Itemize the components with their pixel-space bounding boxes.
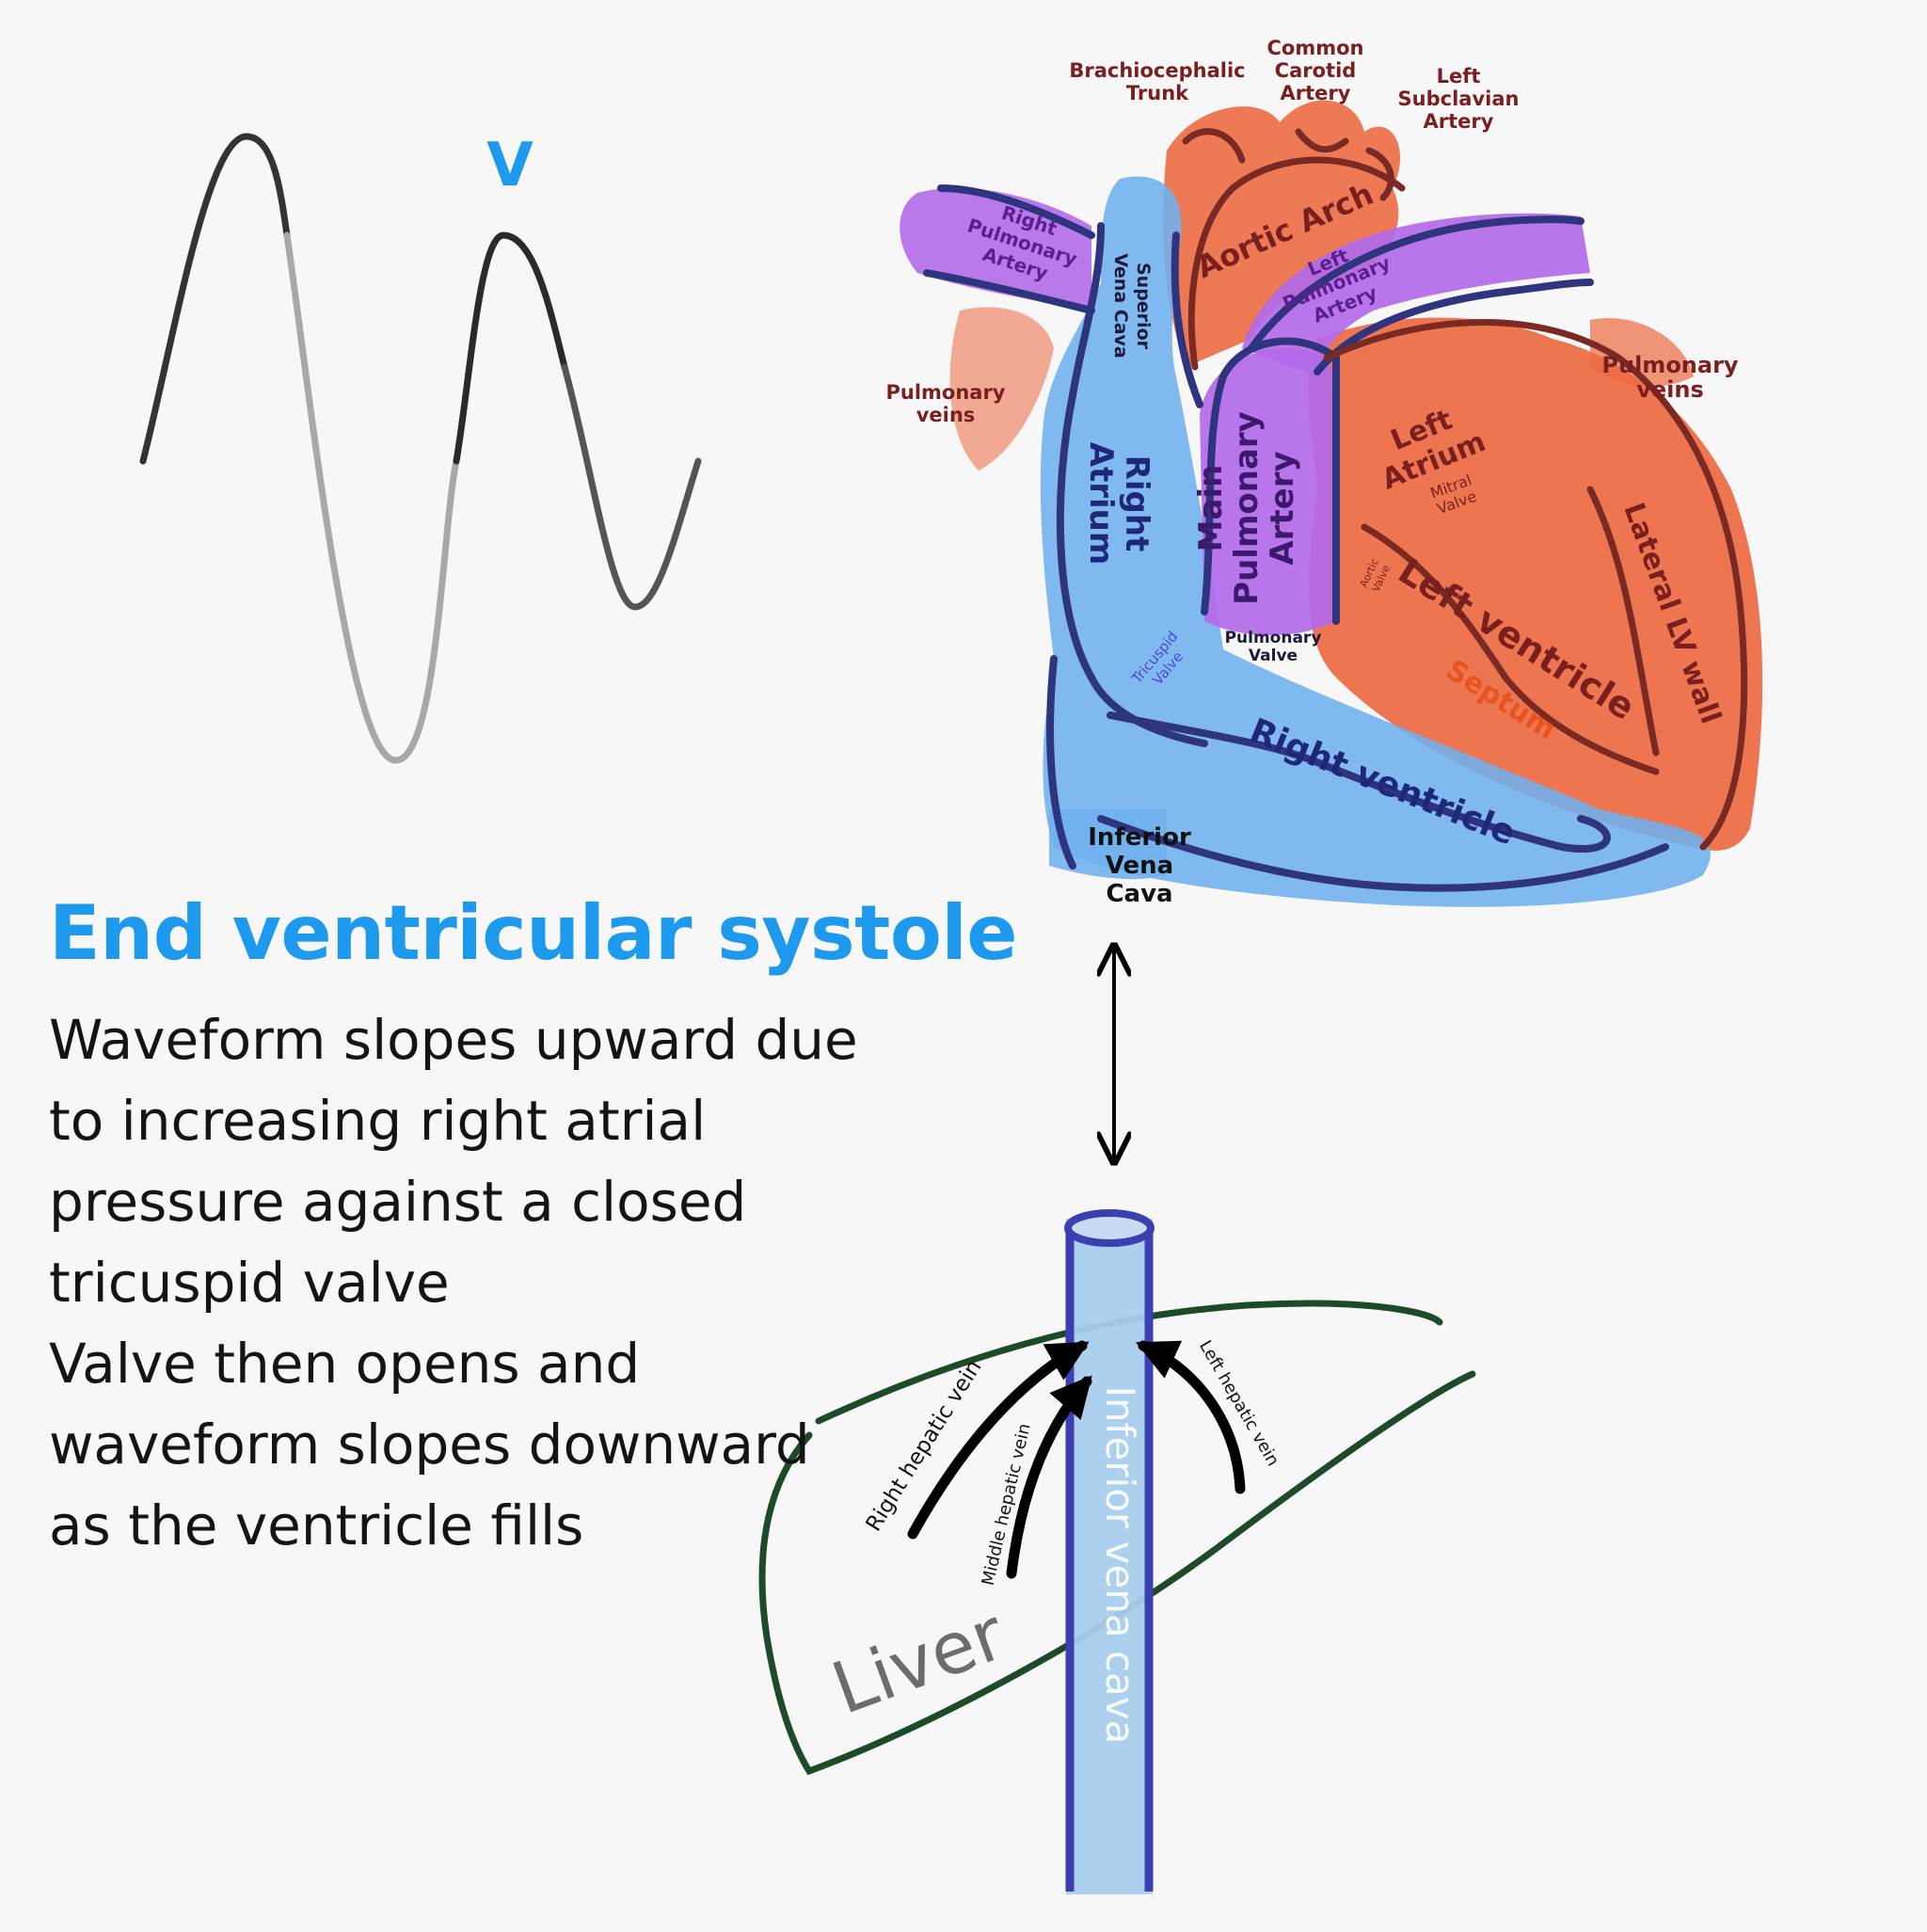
label-carotid-3: Artery (1281, 82, 1351, 104)
pulmonary-veins-right-shape (1590, 318, 1694, 387)
svc-label: Superior Vena Cava (1110, 253, 1154, 359)
caption-line: Waveform slopes upward due (49, 1008, 858, 1072)
label-carotid-2: Carotid (1275, 59, 1357, 82)
caption-title: End ventricular systole (49, 889, 1018, 977)
waveform-trace-dark-2 (453, 232, 568, 465)
caption-line: tricuspid valve (49, 1251, 450, 1315)
caption-line: as the ventricle fills (49, 1493, 584, 1557)
right-hepatic-vein-arrow (907, 1340, 1090, 1540)
main-pa-label: Main Pulmonary Artery (1192, 411, 1301, 605)
right-atrium-label: Right Atrium (1082, 442, 1155, 566)
venous-waveform: V (139, 131, 702, 764)
label-ivc-liver: Inferior vena cava (1097, 1386, 1143, 1745)
waveform-trace-mid (561, 363, 702, 611)
label-ivc-2: Vena (1106, 852, 1173, 880)
ivc-tube-opening (1064, 1209, 1155, 1247)
label-svc-2: Vena Cava (1110, 253, 1131, 359)
aortic-arch-shape (1163, 100, 1401, 368)
label-svc-1: Superior (1133, 263, 1154, 350)
label-ivc-3: Cava (1106, 880, 1172, 908)
liver-illustration: Right hepatic vein Middle hepatic vein L… (758, 1209, 1476, 1894)
main-pulmonary-artery-shape (1200, 348, 1336, 635)
heart-illustration: Brachiocephalic Trunk Common Carotid Art… (885, 37, 1763, 908)
label-pulm-veins-left-2: veins (916, 404, 976, 426)
label-right-atrium-1: Right (1118, 455, 1155, 552)
heart-outlines (923, 184, 1669, 892)
label-subclavian-3: Artery (1424, 110, 1494, 133)
label-main-pa-1: Main (1192, 465, 1230, 552)
label-pulm-valve-2: Valve (1249, 647, 1298, 665)
label-right-atrium-2: Atrium (1082, 442, 1120, 566)
label-pulm-veins-right-2: veins (1636, 376, 1704, 403)
label-subclavian-1: Left (1437, 65, 1481, 88)
caption-line: to increasing right atrial (49, 1089, 707, 1153)
label-pulm-veins-right-1: Pulmonary (1601, 352, 1739, 378)
caption-line: pressure against a closed (49, 1170, 747, 1234)
right-heart-shape (1040, 176, 1711, 907)
label-pulm-valve-1: Pulmonary (1225, 629, 1322, 647)
left-hepatic-vein-arrow (1136, 1340, 1246, 1494)
label-pulm-veins-left-1: Pulmonary (885, 381, 1005, 404)
label-liver: Liver (821, 1591, 1015, 1731)
v-wave-label: V (486, 131, 534, 200)
left-pulmonary-artery-shape (1242, 213, 1590, 376)
ivc-stub-shape (1049, 809, 1167, 880)
caption-line: waveform slopes downward (49, 1413, 810, 1477)
label-main-pa-3: Artery (1264, 451, 1301, 565)
label-ivc-1: Inferior (1088, 823, 1191, 852)
label-carotid-1: Common (1267, 37, 1364, 59)
label-subclavian-2: Subclavian (1398, 88, 1520, 110)
ivc-tube (1066, 1219, 1153, 1894)
label-brachiocephalic-2: Trunk (1126, 82, 1189, 104)
pulmonary-veins-left-shape (949, 307, 1054, 471)
caption-body: Waveform slopes upward due to increasing… (49, 999, 858, 1566)
liver-outline (815, 1300, 1443, 1425)
liver-outline-lower (758, 1370, 1476, 1776)
waveform-trace-dark (139, 133, 291, 465)
caption-line: Valve then opens and (49, 1332, 641, 1396)
ivc-heart-label: Inferior Vena Cava (1088, 823, 1191, 908)
aorta-outlines (1182, 128, 1748, 851)
waveform-trace-light (283, 232, 460, 764)
label-main-pa-2: Pulmonary (1228, 411, 1266, 605)
heart-labels-maroon: Brachiocephalic Trunk Common Carotid Art… (885, 37, 1738, 426)
label-brachiocephalic-1: Brachiocephalic (1069, 59, 1245, 82)
pulmonary-valve-label: Pulmonary Valve (1225, 629, 1322, 665)
middle-hepatic-vein-arrow (1006, 1375, 1092, 1579)
